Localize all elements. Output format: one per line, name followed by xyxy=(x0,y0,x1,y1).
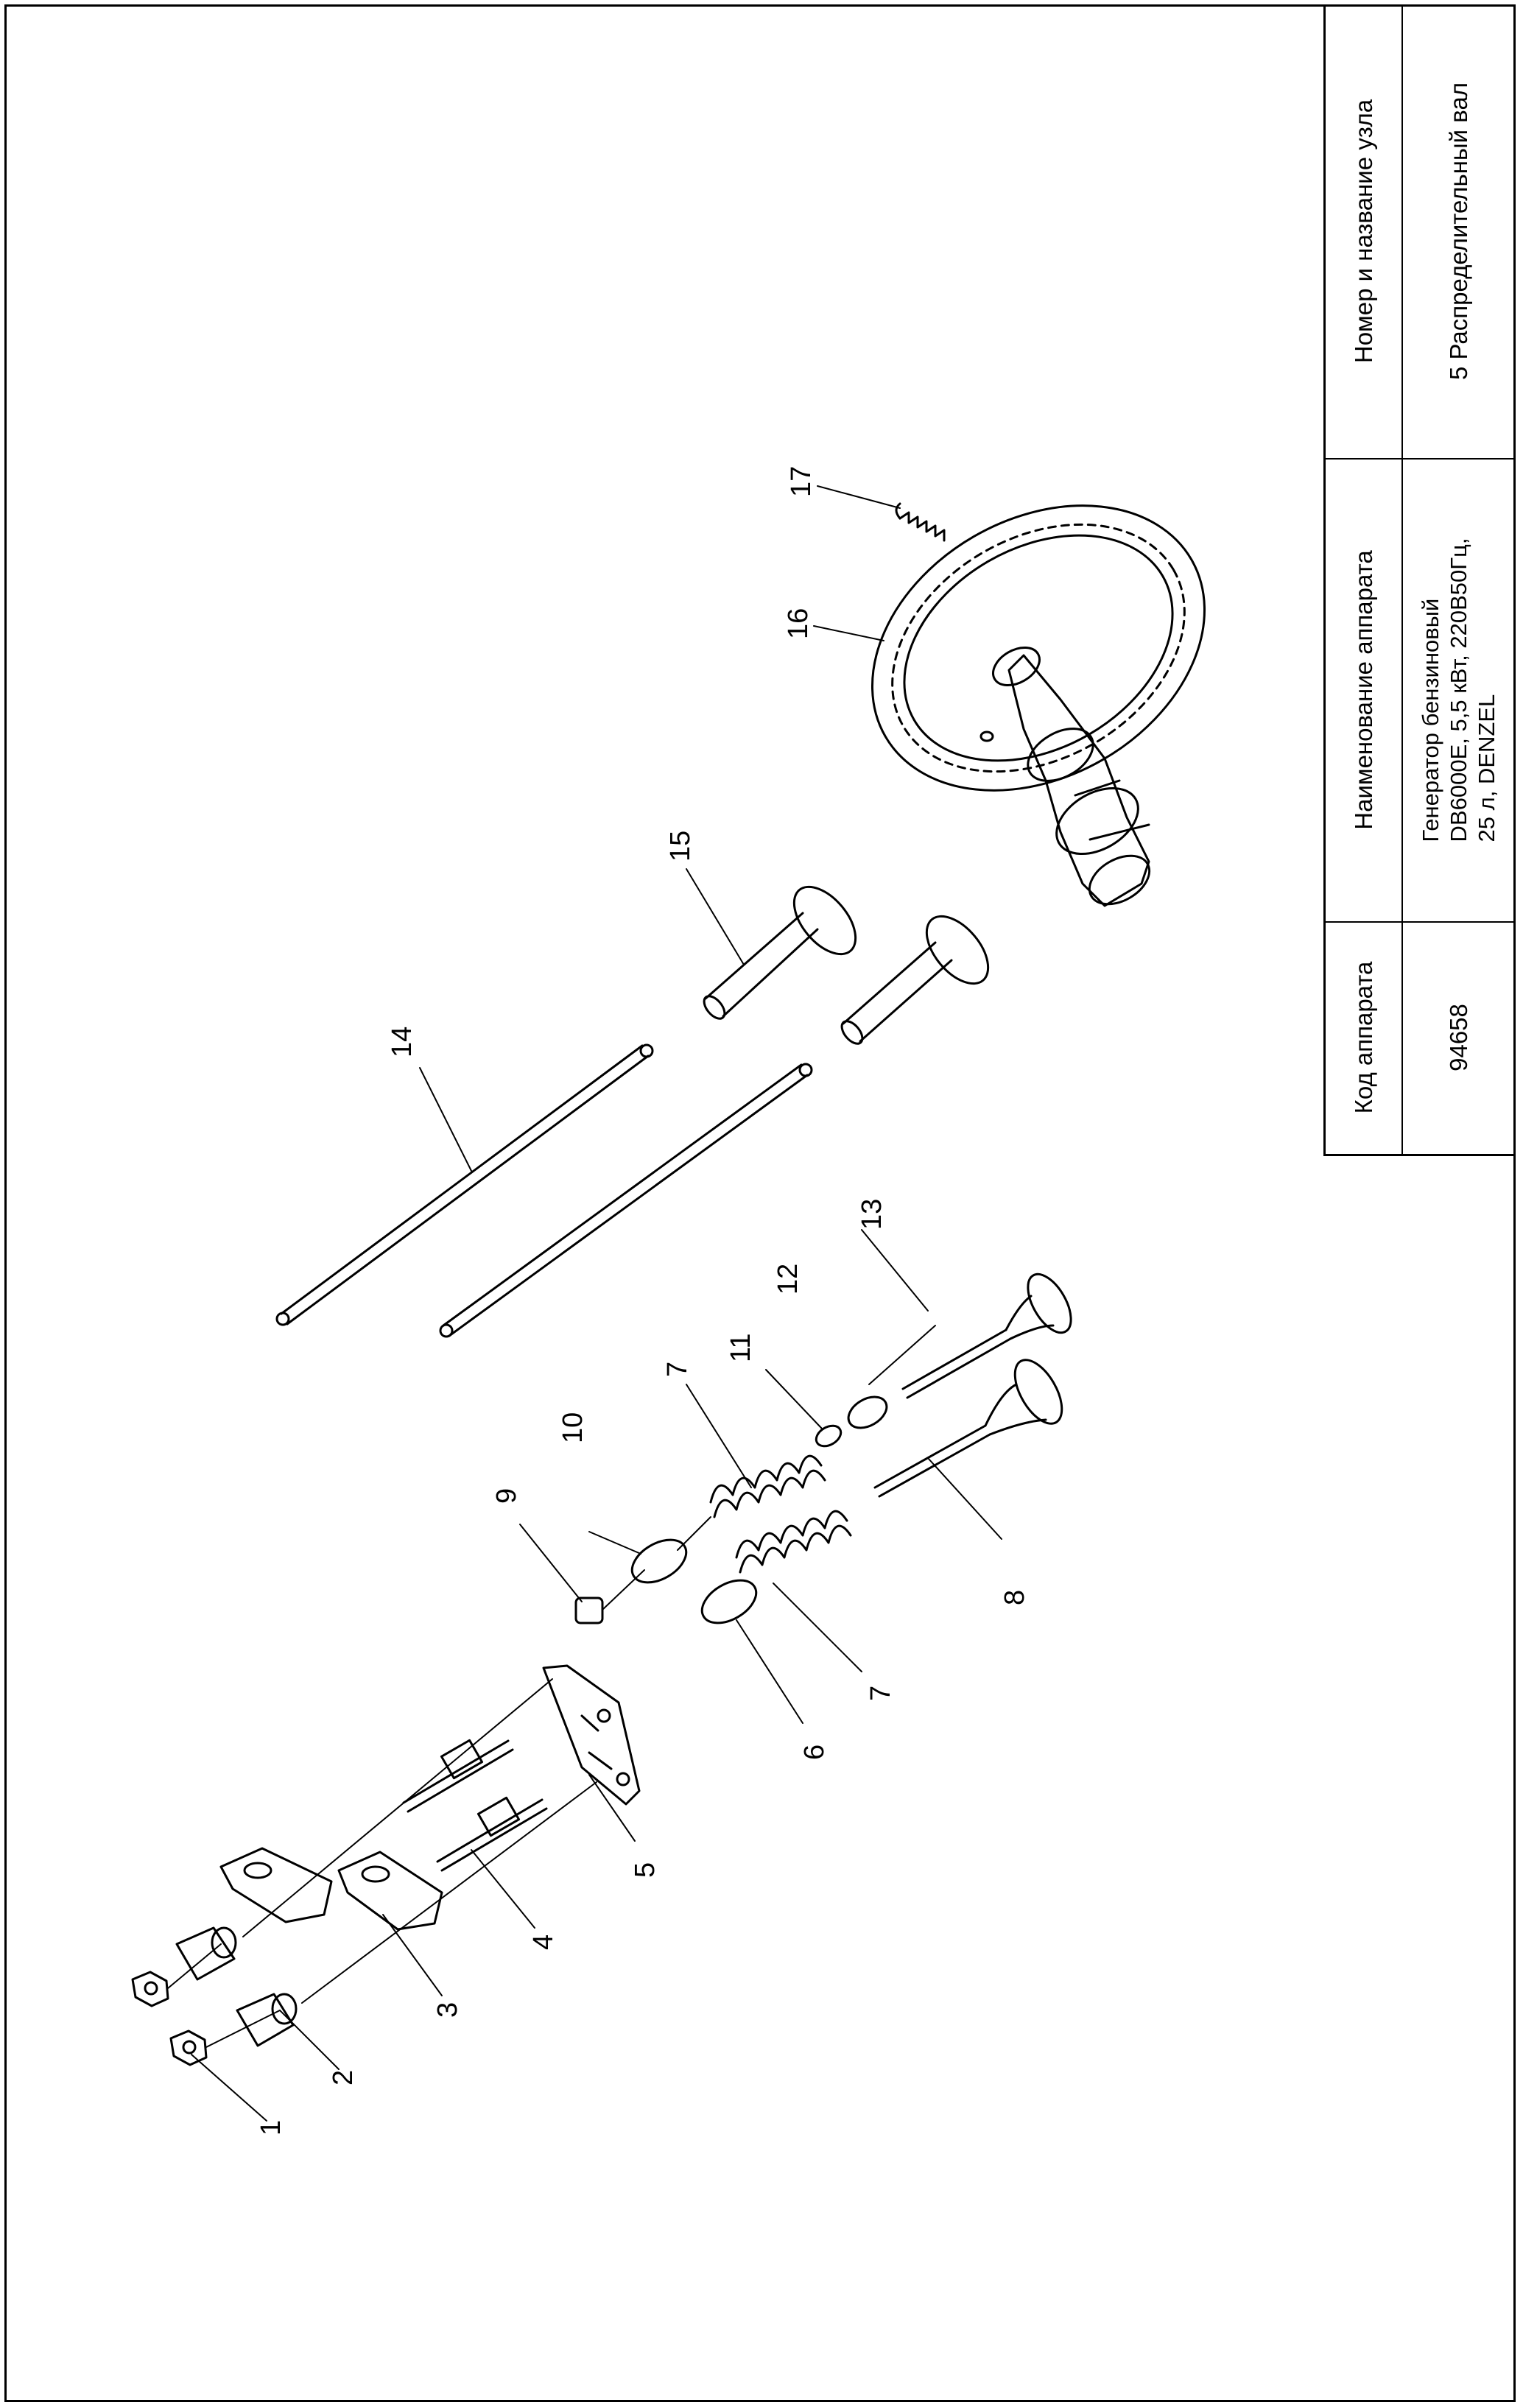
value-name: Генератор бензиновый DB6000E, 5,5 кВт, 2… xyxy=(1417,538,1501,842)
cap-9 xyxy=(574,1596,604,1624)
value-code: 94658 xyxy=(1444,1004,1472,1071)
pivot-upper xyxy=(175,1926,237,1981)
title-block: Номер и название узла Наименование аппар… xyxy=(1323,4,1516,1156)
valve-8 xyxy=(873,1359,1063,1498)
rocker-arm-lower xyxy=(337,1851,443,1931)
leader-lines xyxy=(191,485,1002,2122)
header-code-cell: Код аппарата xyxy=(1326,921,1401,1154)
nut-upper xyxy=(131,1971,169,2007)
header-code: Код аппарата xyxy=(1349,961,1377,1114)
callout-2: 2 xyxy=(328,2070,359,2085)
tappet-upper xyxy=(703,885,857,1020)
ring-11 xyxy=(815,1424,843,1448)
camshaft-gear xyxy=(870,504,1206,792)
retainer-6 xyxy=(700,1579,758,1624)
header-name-cell: Наименование аппарата xyxy=(1326,458,1401,921)
assembly-axis-lines xyxy=(167,1516,711,2048)
push-rod-lower xyxy=(439,1063,813,1338)
callout-12: 12 xyxy=(773,1264,803,1295)
callout-9: 9 xyxy=(491,1488,522,1504)
callout-14: 14 xyxy=(387,1027,418,1057)
callout-3: 3 xyxy=(432,2002,463,2018)
pivot-lower xyxy=(236,1993,298,2047)
drawing-frame xyxy=(4,4,1516,2402)
value-name-line-3: 25 л, DENZEL xyxy=(1473,694,1499,842)
callout-5: 5 xyxy=(630,1862,661,1878)
valve-13 xyxy=(901,1272,1072,1399)
callout-1: 1 xyxy=(256,2120,286,2136)
value-unit: 5 Распределительный вал xyxy=(1444,82,1472,381)
callout-15: 15 xyxy=(665,831,696,862)
guide-plate xyxy=(542,1664,641,1806)
value-name-cell: Генератор бензиновый DB6000E, 5,5 кВт, 2… xyxy=(1401,458,1516,921)
callout-7b: 7 xyxy=(865,1686,896,1701)
nut-lower xyxy=(169,2029,208,2066)
value-name-line-2: DB6000E, 5,5 кВт, 220В50Гц, xyxy=(1445,538,1471,842)
header-unit-cell: Номер и название узла xyxy=(1326,4,1401,458)
tappet-lower xyxy=(840,915,990,1045)
callout-10: 10 xyxy=(558,1412,588,1443)
callout-13: 13 xyxy=(857,1199,887,1230)
callout-7a: 7 xyxy=(662,1362,693,1377)
callout-labels: 1 2 3 4 5 6 7 7 8 9 10 11 12 13 14 15 16… xyxy=(256,466,1030,2136)
callout-17: 17 xyxy=(786,466,817,497)
push-rod-upper xyxy=(275,1043,654,1326)
header-unit: Номер и название узла xyxy=(1349,99,1377,364)
camshaft xyxy=(992,646,1151,907)
valve-spring-lower xyxy=(735,1510,852,1574)
value-code-cell: 94658 xyxy=(1401,921,1516,1154)
header-name: Наименование аппарата xyxy=(1349,549,1377,830)
stud-lower xyxy=(436,1796,548,1872)
spring-17 xyxy=(895,502,946,542)
callout-4: 4 xyxy=(528,1935,559,1950)
stud-upper xyxy=(402,1739,514,1813)
callout-16: 16 xyxy=(783,608,814,639)
callout-6: 6 xyxy=(799,1745,830,1760)
retainer-12 xyxy=(847,1395,888,1429)
valve-spring-upper xyxy=(709,1454,826,1518)
callout-11: 11 xyxy=(725,1334,756,1362)
callout-8: 8 xyxy=(999,1590,1030,1605)
rocker-arm-upper xyxy=(219,1847,333,1923)
retainer-10 xyxy=(630,1538,688,1584)
value-unit-cell: 5 Распределительный вал xyxy=(1401,4,1516,458)
value-name-line-1: Генератор бензиновый xyxy=(1417,598,1443,842)
